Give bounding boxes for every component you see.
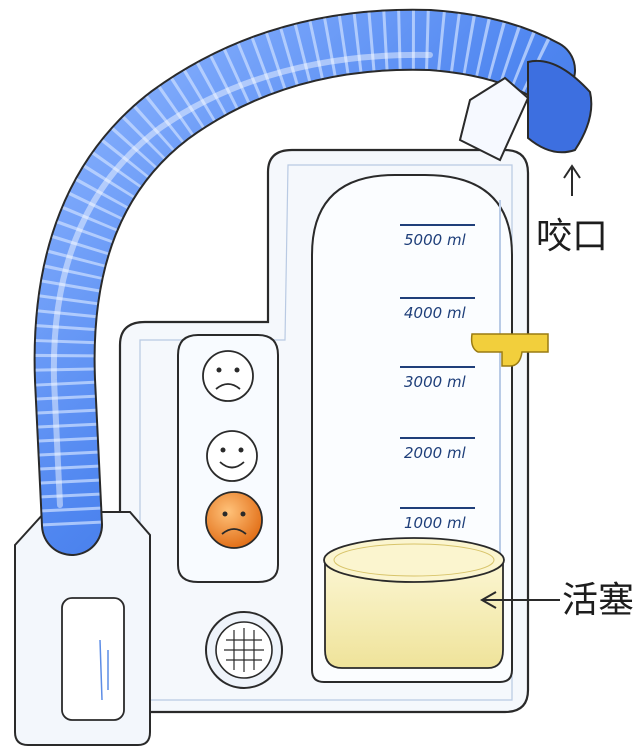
- sad-face-icon: [202, 350, 254, 402]
- scale-label-3000: 3000 ml: [404, 373, 467, 391]
- smiling-face-icon: [206, 430, 258, 482]
- volume-scale: 5000 ml 4000 ml 3000 ml 2000 ml 1000 ml: [400, 224, 475, 532]
- valve-knob: [205, 611, 283, 689]
- scale-label-4000: 4000 ml: [404, 304, 467, 322]
- goal-marker: [470, 333, 549, 367]
- mouthpiece-callout: 咬口: [536, 164, 608, 257]
- corrugated-tube: [33, 8, 576, 556]
- piston: [323, 537, 505, 669]
- base-window: [61, 597, 125, 721]
- mouthpiece-label: 咬口: [536, 216, 608, 257]
- piston-label: 活塞: [562, 580, 634, 621]
- scale-label-2000: 2000 ml: [404, 444, 467, 462]
- scale-label-1000: 1000 ml: [404, 514, 467, 532]
- mouthpiece: [458, 59, 593, 162]
- orange-sad-face-icon: [205, 491, 263, 549]
- piston-callout: 活塞: [479, 580, 634, 621]
- scale-label-5000: 5000 ml: [404, 231, 467, 249]
